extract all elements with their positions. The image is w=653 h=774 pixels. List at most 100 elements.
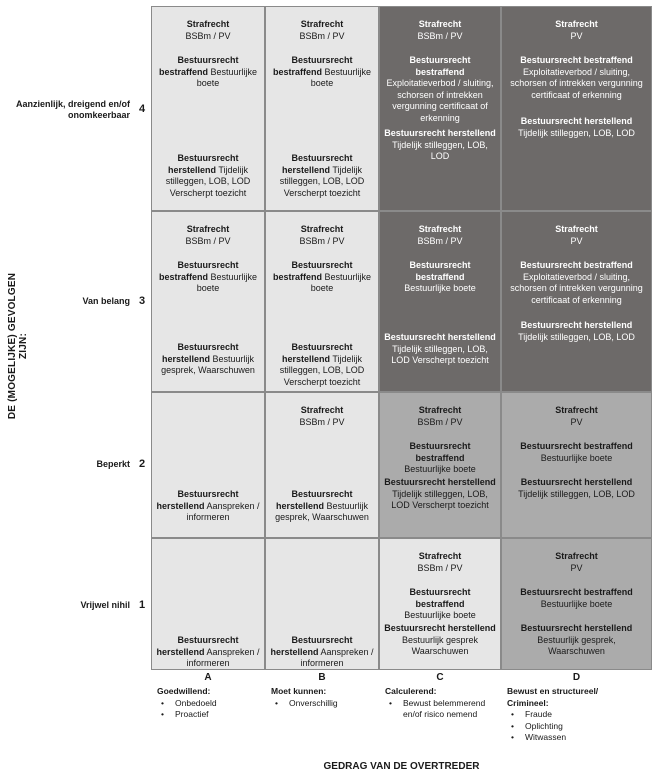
herstellend-title: Bestuursrecht herstellend	[275, 489, 353, 511]
strafrecht-title: Strafrecht	[300, 405, 344, 415]
strafrecht-detail: BSBm / PV	[299, 416, 345, 427]
bestraffend-title: Bestuursrecht bestraffend	[520, 55, 633, 65]
bestraffend-title: Bestuursrecht bestraffend	[409, 260, 471, 282]
row-number-1: 1	[139, 599, 146, 611]
cell-1b: Bestuursrecht herstellend Aanspreken / i…	[265, 538, 379, 670]
herstellend-title: Bestuursrecht herstellend	[156, 635, 239, 657]
strafrecht-title: Strafrecht	[418, 224, 462, 234]
column-title: Calculerend:	[385, 686, 437, 696]
strafrecht-title: Strafrecht	[300, 224, 344, 234]
column-desc-d: Bewust en structureel/ Crimineel: Fraude…	[507, 686, 627, 744]
strafrecht-title: Strafrecht	[418, 19, 462, 29]
herstellend-detail: Tijdelijk stilleggen, LOB, LOD Verscherp…	[279, 164, 365, 198]
row-number-2: 2	[139, 458, 146, 470]
bestraffend-detail: Bestuurlijke boete	[310, 271, 372, 294]
bestraffend-detail: Exploitatieverbod / sluiting, schorsen o…	[386, 78, 494, 123]
bestraffend-detail: Exploitatieverbod / sluiting, schorsen o…	[510, 271, 643, 305]
strafrecht-detail: BSBm / PV	[417, 562, 463, 573]
herstellend-title: Bestuursrecht herstellend	[384, 477, 496, 487]
herstellend-title: Bestuursrecht herstellend	[520, 623, 633, 633]
strafrecht-detail: PV	[570, 562, 583, 573]
strafrecht-title: Strafrecht	[418, 551, 462, 561]
bestraffend-detail: Bestuurlijke boete	[540, 598, 613, 609]
row-number-3: 3	[139, 295, 146, 307]
herstellend-detail: Tijdelijk stilleggen, LOB, LOD Verscherp…	[279, 353, 365, 387]
bestraffend-title: Bestuursrecht bestraffend	[272, 55, 353, 77]
strafrecht-detail: BSBm / PV	[417, 30, 463, 41]
strafrecht-detail: BSBm / PV	[417, 416, 463, 427]
column-letter-c: C	[436, 672, 444, 683]
herstellend-title: Bestuursrecht herstellend	[161, 342, 239, 364]
herstellend-detail: Tijdelijk stilleggen, LOB, LOD	[392, 139, 488, 162]
strafrecht-detail: PV	[570, 30, 583, 41]
herstellend-title: Bestuursrecht herstellend	[281, 342, 353, 364]
bestraffend-detail: Bestuurlijke boete	[196, 271, 258, 294]
strafrecht-detail: BSBm / PV	[299, 235, 345, 246]
cell-2a: Bestuursrecht herstellend Aanspreken / i…	[151, 392, 265, 538]
strafrecht-detail: BSBm / PV	[185, 30, 231, 41]
herstellend-detail: Tijdelijk stilleggen, LOB, LOD Verscherp…	[165, 164, 251, 198]
bestraffend-title: Bestuursrecht bestraffend	[520, 260, 633, 270]
column-letter-a: A	[204, 672, 212, 683]
herstellend-detail: Bestuurlijk gesprek Waarschuwen	[401, 634, 479, 657]
bestraffend-title: Bestuursrecht bestraffend	[158, 260, 239, 282]
herstellend-title: Bestuursrecht herstellend	[520, 116, 633, 126]
x-axis-label: GEDRAG VAN DE OVERTREDER	[323, 761, 480, 772]
herstellend-title: Bestuursrecht herstellend	[281, 153, 353, 175]
bestraffend-title: Bestuursrecht bestraffend	[520, 441, 633, 451]
bestraffend-detail: Bestuurlijke boete	[404, 610, 476, 620]
bestraffend-title: Bestuursrecht bestraffend	[520, 587, 633, 597]
herstellend-detail: Bestuurlijk gesprek, Waarschuwen	[537, 634, 616, 657]
herstellend-detail: Tijdelijk stilleggen, LOB, LOD	[518, 127, 635, 138]
column-bullet: Bewust belemmerend en/of risico nemend	[389, 698, 499, 721]
row-label-1: Vrijwel nihil	[80, 600, 130, 610]
strafrecht-title: Strafrecht	[186, 19, 230, 29]
strafrecht-detail: BSBm / PV	[185, 235, 231, 246]
column-bullet: Onbedoeld	[161, 698, 262, 710]
row-number-4: 4	[139, 103, 146, 115]
row-label-3: Van belang	[82, 296, 130, 306]
row-label-4: Aanzienlijk, dreigend en/of onomkeerbaar	[15, 99, 130, 120]
bestraffend-detail: Bestuurlijke boete	[196, 66, 258, 89]
strafrecht-title: Strafrecht	[555, 19, 598, 29]
bestraffend-title: Bestuursrecht bestraffend	[158, 55, 239, 77]
cell-1a: Bestuursrecht herstellend Aanspreken / i…	[151, 538, 265, 670]
bestraffend-title: Bestuursrecht bestraffend	[272, 260, 353, 282]
herstellend-title: Bestuursrecht herstellend	[384, 332, 496, 342]
strafrecht-title: Strafrecht	[555, 224, 598, 234]
strafrecht-title: Strafrecht	[418, 405, 462, 415]
column-title: Moet kunnen:	[271, 686, 327, 696]
herstellend-title: Bestuursrecht herstellend	[270, 635, 353, 657]
column-bullet: Fraude	[511, 709, 627, 721]
bestraffend-title: Bestuursrecht bestraffend	[409, 587, 471, 609]
herstellend-title: Bestuursrecht herstellend	[167, 153, 239, 175]
herstellend-detail: Tijdelijk stilleggen, LOB, LOD Verscherp…	[391, 343, 489, 366]
column-letter-d: D	[572, 672, 581, 683]
herstellend-detail: Bestuurlijk gesprek, Waarschuwen	[161, 353, 255, 376]
column-desc-c: Calculerend: Bewust belemmerend en/of ri…	[385, 686, 499, 721]
bestraffend-title: Bestuursrecht bestraffend	[409, 441, 471, 463]
strafrecht-title: Strafrecht	[555, 405, 598, 415]
strafrecht-detail: PV	[570, 416, 583, 427]
strafrecht-detail: BSBm / PV	[299, 30, 345, 41]
bestraffend-detail: Exploitatieverbod / sluiting, schorsen o…	[510, 66, 643, 100]
strafrecht-detail: PV	[570, 235, 583, 246]
herstellend-detail: Aanspreken / informeren	[186, 500, 260, 523]
column-bullet: Onverschillig	[275, 698, 376, 710]
y-axis-label: DE (MOGELIJKE) GEVOLGEN ZIJN:	[7, 272, 29, 420]
column-title: Goedwillend:	[157, 686, 211, 696]
column-letter-b: B	[318, 672, 326, 683]
strafrecht-title: Strafrecht	[555, 551, 598, 561]
row-label-2: Beperkt	[96, 459, 130, 469]
herstellend-title: Bestuursrecht herstellend	[384, 623, 496, 633]
bestraffend-detail: Bestuurlijke boete	[540, 452, 613, 463]
